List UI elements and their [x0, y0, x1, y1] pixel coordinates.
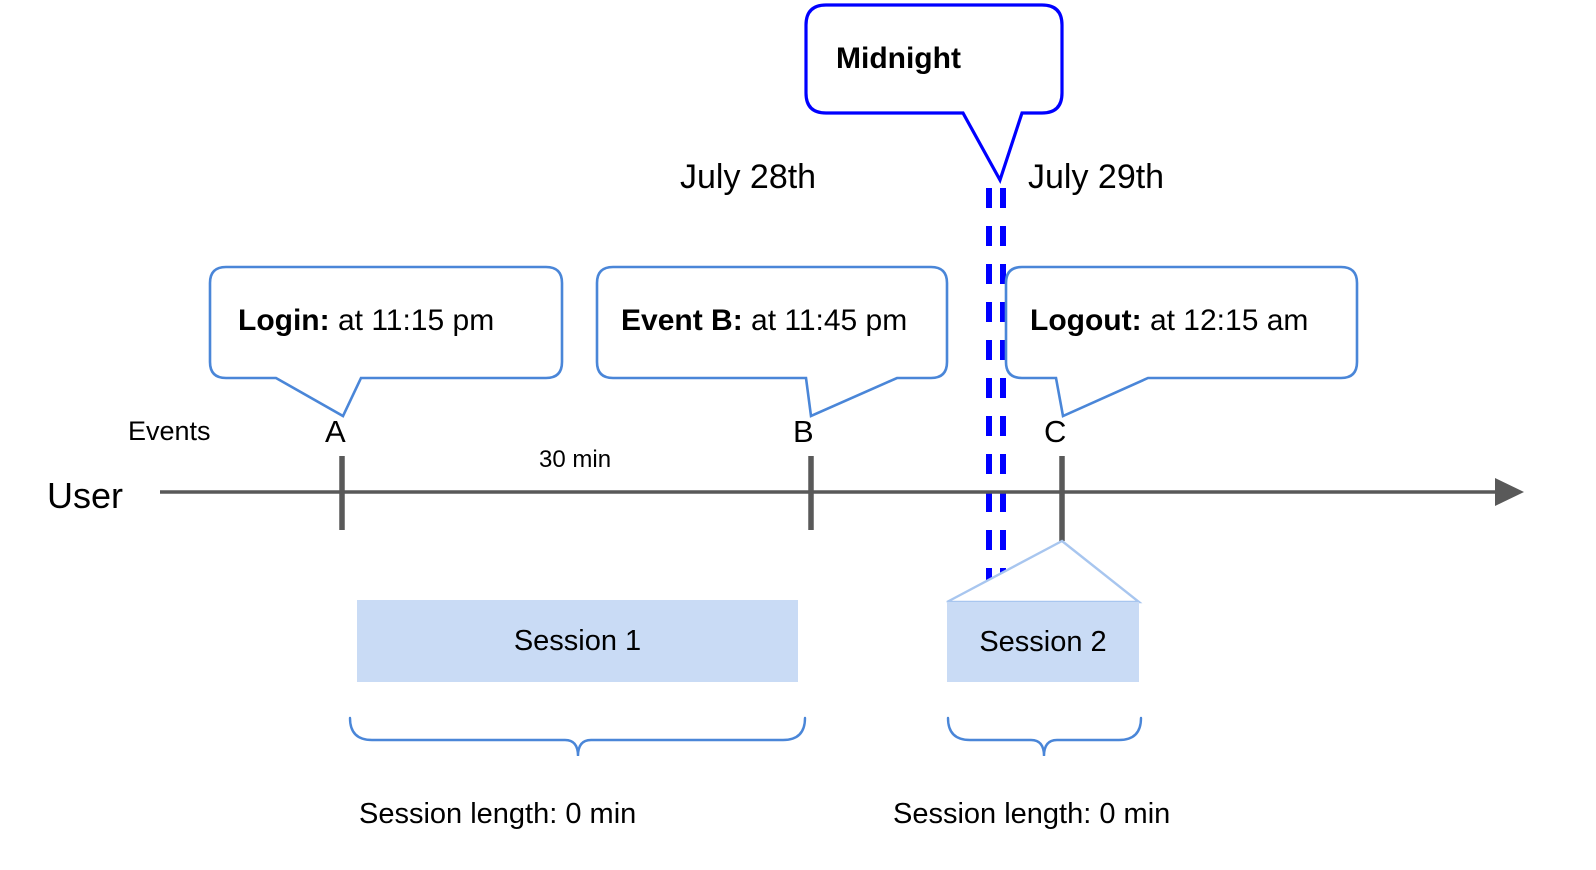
event-b-callout-rest: at 11:45 pm — [742, 304, 908, 337]
event-marker-label-a: A — [325, 414, 346, 449]
session-2-label: Session 2 — [979, 625, 1107, 658]
event-b-callout-bold: Event B: — [621, 304, 743, 337]
event-tick-marks — [339, 456, 1065, 541]
day-label-july-29: July 29th — [1028, 158, 1165, 196]
login-callout-label: Login: at 11:15 pm — [238, 306, 494, 336]
logout-callout-shape — [1004, 265, 1359, 418]
logout-callout-rest: at 12:15 am — [1141, 304, 1309, 337]
midnight-callout-label: Midnight — [836, 42, 961, 75]
timeline-axis — [160, 478, 1524, 506]
event-marker-label-c: C — [1044, 414, 1067, 449]
event-b-callout-label: Event B: at 11:45 pm — [621, 306, 907, 336]
session-2-length-label: Session length: 0 min — [893, 798, 1171, 830]
day-label-july-28: July 28th — [680, 158, 817, 196]
login-callout-shape — [208, 265, 564, 418]
session-2-brace — [946, 716, 1143, 757]
session-1-brace — [348, 716, 807, 757]
login-callout-bold: Login: — [238, 304, 330, 337]
session-1-label: Session 1 — [513, 624, 642, 657]
session-1-box: Session 1 — [357, 600, 798, 682]
midnight-callout-shape — [804, 3, 1064, 184]
event-marker-label-b: B — [793, 414, 814, 449]
midnight-dashed-lines — [986, 188, 1006, 592]
session-1-length-label: Session length: 0 min — [359, 798, 637, 830]
logout-callout-bold: Logout: — [1030, 304, 1142, 337]
logout-callout-label: Logout: at 12:15 am — [1030, 306, 1308, 336]
session-2-box: Session 2 — [947, 602, 1139, 682]
event-b-callout-shape — [595, 265, 949, 418]
session-2-connector — [946, 539, 1143, 604]
gap-duration-label: 30 min — [539, 446, 612, 473]
lane-label-events: Events — [128, 416, 211, 446]
login-callout-rest: at 11:15 pm — [329, 304, 495, 337]
lane-label-user: User — [47, 475, 124, 516]
